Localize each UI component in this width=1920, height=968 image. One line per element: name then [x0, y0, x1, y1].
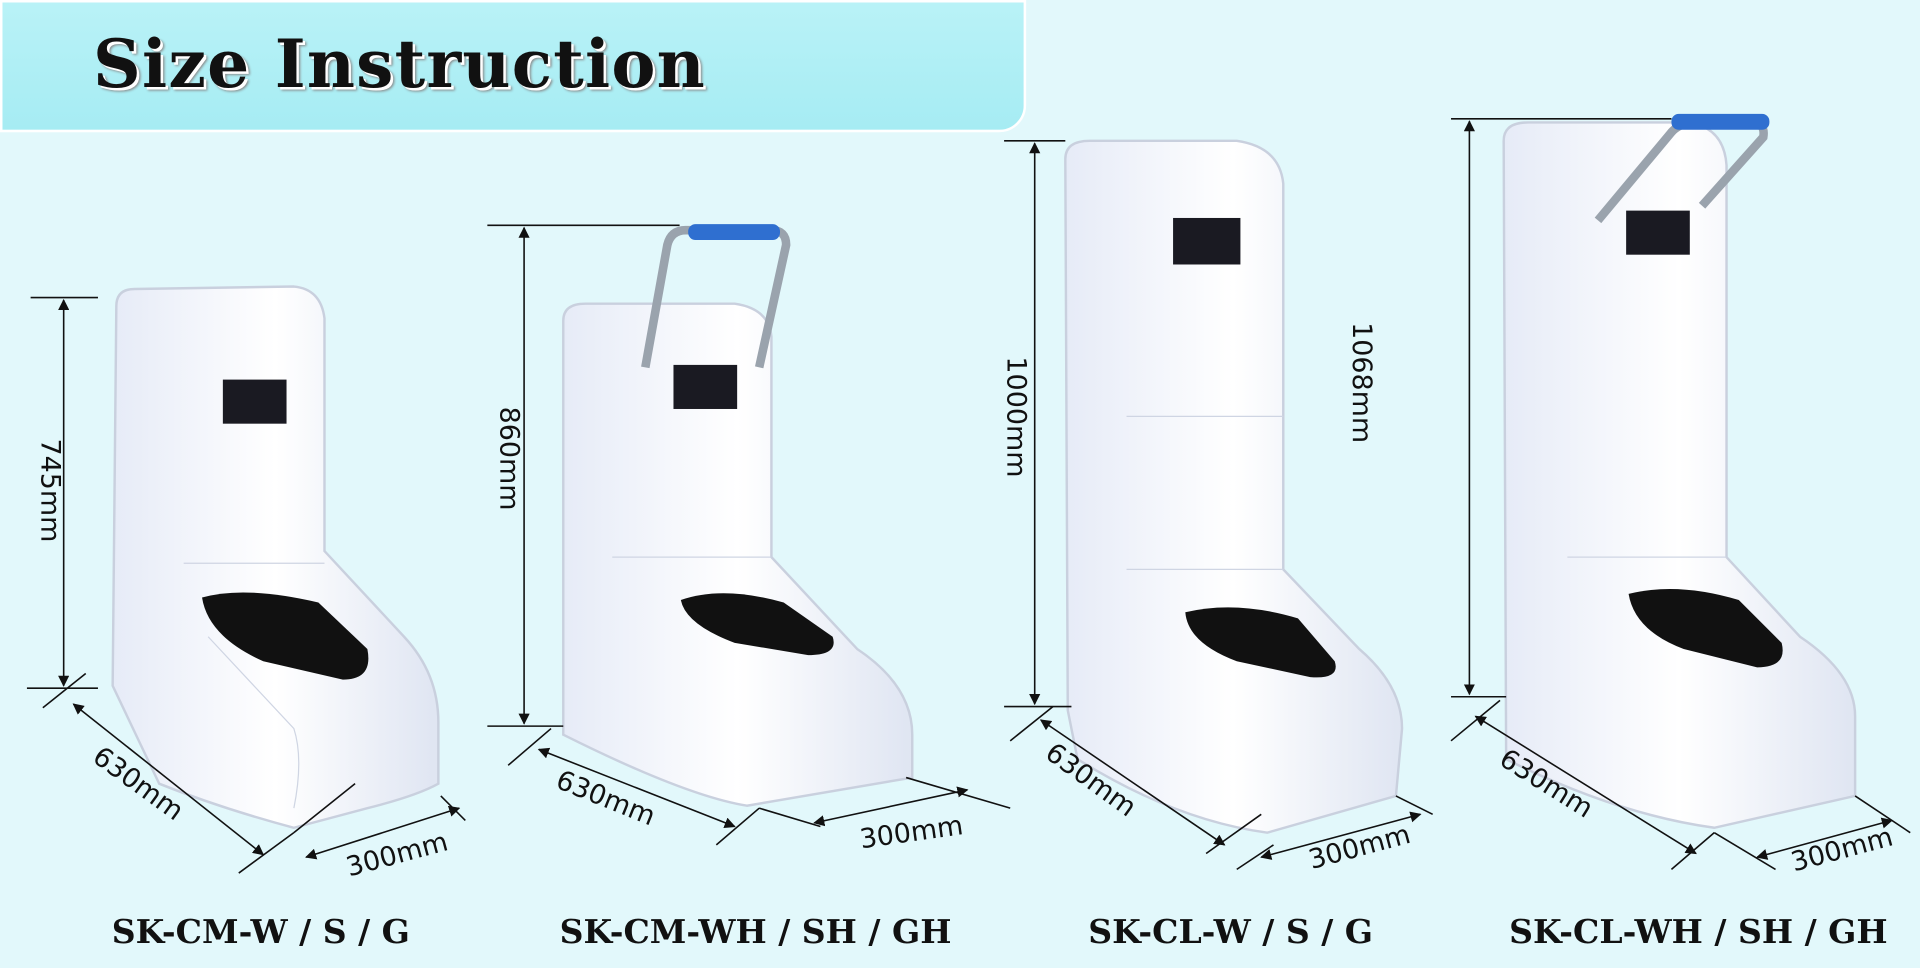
- height-label-3: 1000mm: [1000, 356, 1031, 478]
- model-label-3: SK-CL-W / S / G: [1088, 913, 1374, 952]
- dimension-lines: [26, 117, 1911, 874]
- height-label-2: 860mm: [493, 406, 524, 511]
- model-label-4: SK-CL-WH / SH / GH: [1509, 913, 1888, 952]
- machine-sk-cl-wh: [1502, 113, 1857, 830]
- height-label-4: 1068mm: [1345, 322, 1377, 444]
- page-title: Size Instruction: [93, 24, 706, 103]
- height-label-1: 745mm: [34, 438, 65, 543]
- title-banner: Size Instruction: [0, 0, 1027, 133]
- model-label-2: SK-CM-WH / SH / GH: [559, 913, 952, 952]
- machine-sk-cm-w: [111, 285, 440, 830]
- machine-sk-cl-w: [1064, 139, 1404, 834]
- model-label-1: SK-CM-W / S / G: [111, 913, 410, 952]
- machine-sk-cm-wh: [562, 224, 914, 807]
